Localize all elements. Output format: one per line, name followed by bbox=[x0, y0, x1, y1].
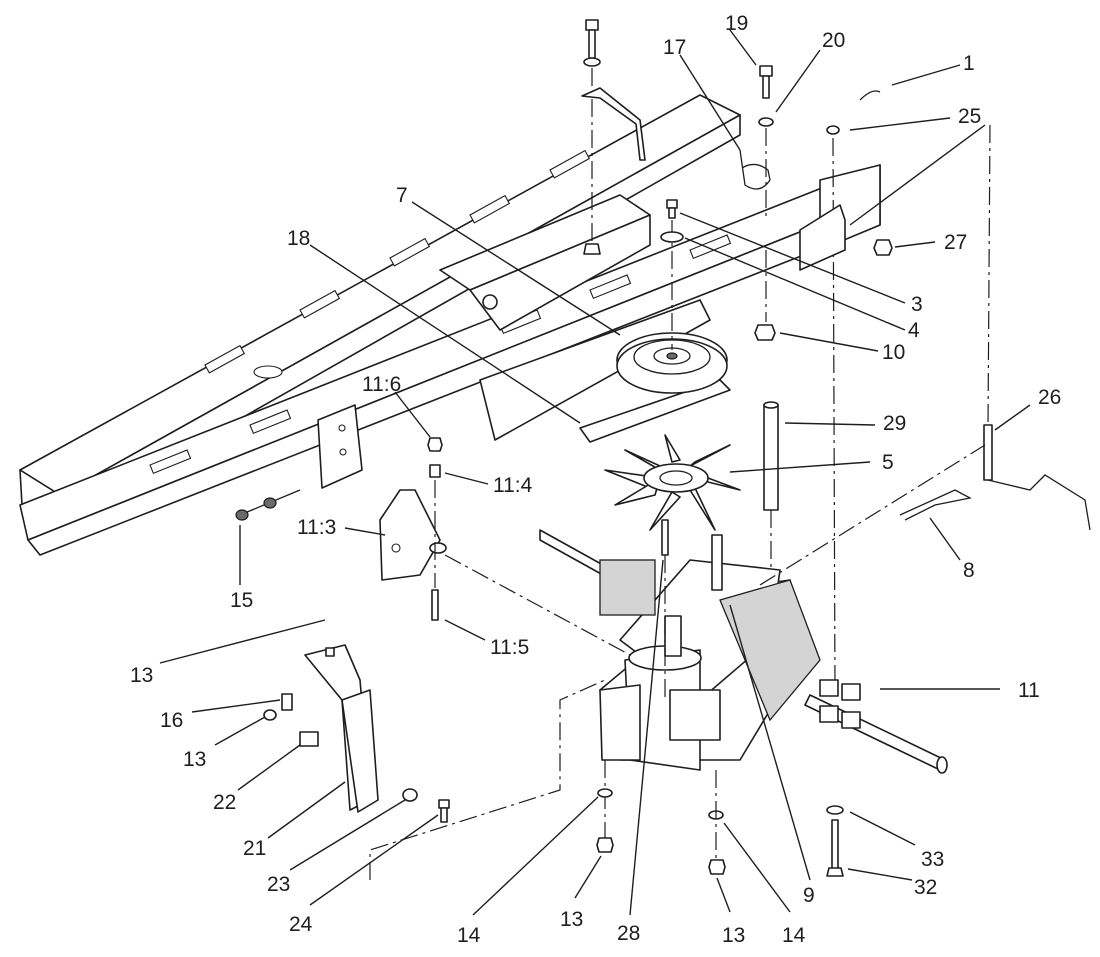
callout-21: 21 bbox=[243, 837, 266, 860]
bracket-top bbox=[581, 87, 646, 161]
frame-rail-front bbox=[19, 164, 881, 556]
nut-13-left bbox=[263, 709, 277, 721]
plate-bracket bbox=[317, 404, 363, 489]
callout-11: 11 bbox=[1018, 679, 1040, 702]
washer-14-left bbox=[597, 760, 613, 845]
callout-16: 16 bbox=[160, 709, 183, 732]
pulley bbox=[616, 332, 728, 394]
callout-1: 1 bbox=[963, 52, 975, 75]
callout-26: 26 bbox=[1038, 386, 1061, 409]
callout-7: 7 bbox=[396, 184, 408, 207]
callout-5: 5 bbox=[882, 451, 894, 474]
leader-lines bbox=[159, 29, 1031, 916]
callout-23: 23 bbox=[267, 873, 290, 896]
callout-13-a: 13 bbox=[130, 664, 153, 687]
cooling-fan bbox=[604, 434, 741, 531]
callout-19: 19 bbox=[725, 12, 748, 35]
callout-28: 28 bbox=[617, 922, 640, 945]
assembly-lines bbox=[369, 124, 991, 880]
pin-23 bbox=[402, 788, 418, 802]
callout-labels: 1 25 20 19 17 7 18 27 3 4 10 26 29 5 8 1… bbox=[130, 12, 1061, 947]
spacer-22 bbox=[299, 731, 319, 747]
bolt-3 bbox=[666, 199, 678, 350]
nut-13-center bbox=[596, 837, 614, 853]
callout-14-b: 14 bbox=[782, 924, 806, 947]
callout-20: 20 bbox=[822, 29, 845, 52]
bracket-right bbox=[799, 204, 846, 271]
bolt-32 bbox=[826, 819, 844, 877]
callout-22: 22 bbox=[213, 791, 236, 814]
callout-11-6: 11:6 bbox=[362, 373, 401, 396]
mounting-bracket-21 bbox=[304, 644, 379, 813]
callout-29: 29 bbox=[883, 412, 906, 435]
washer-25 bbox=[826, 125, 840, 691]
transaxle bbox=[539, 529, 948, 774]
callout-32: 32 bbox=[914, 876, 937, 899]
nut-13-right bbox=[708, 859, 726, 875]
spring-rod-8 bbox=[899, 489, 972, 521]
callout-13-b: 13 bbox=[183, 748, 206, 771]
callout-4: 4 bbox=[908, 319, 920, 342]
cotter-pin-1 bbox=[859, 90, 881, 101]
spring-15 bbox=[235, 489, 301, 521]
washer-14-right bbox=[708, 770, 724, 865]
nut-27 bbox=[873, 239, 893, 256]
callout-17: 17 bbox=[663, 36, 686, 59]
callout-13-d: 13 bbox=[722, 924, 745, 947]
drive-belt bbox=[579, 379, 731, 443]
hook-rod-17 bbox=[739, 149, 771, 190]
callout-14-a: 14 bbox=[457, 924, 481, 947]
shaft-29 bbox=[763, 401, 779, 570]
callout-11-3: 11:3 bbox=[297, 516, 336, 539]
callout-15: 15 bbox=[230, 589, 253, 612]
callout-33: 33 bbox=[921, 848, 944, 871]
nut-11-6 bbox=[427, 437, 443, 452]
washer-4 bbox=[660, 231, 684, 243]
bolt-11-5 bbox=[431, 480, 439, 621]
callout-11-5: 11:5 bbox=[490, 636, 529, 659]
callout-9: 9 bbox=[803, 884, 815, 907]
control-rod-26 bbox=[983, 424, 1091, 531]
bolt-19 bbox=[758, 65, 774, 220]
callout-27: 27 bbox=[944, 231, 967, 254]
nut-10 bbox=[754, 250, 776, 341]
callout-3: 3 bbox=[911, 293, 923, 316]
callout-25: 25 bbox=[958, 105, 981, 128]
callout-13-c: 13 bbox=[560, 908, 583, 931]
callout-8: 8 bbox=[963, 559, 975, 582]
callout-24: 24 bbox=[289, 913, 313, 936]
callout-18: 18 bbox=[287, 227, 310, 250]
callout-10: 10 bbox=[882, 341, 905, 364]
bolt-24 bbox=[438, 799, 450, 823]
rod-28 bbox=[661, 519, 669, 700]
spacer-11-4 bbox=[429, 464, 441, 478]
bolt-top-left bbox=[583, 19, 601, 255]
washer-33 bbox=[826, 805, 844, 815]
callout-11-4: 11:4 bbox=[493, 474, 533, 497]
lever-bracket-11-3 bbox=[379, 489, 447, 581]
bolt-16 bbox=[281, 693, 293, 711]
